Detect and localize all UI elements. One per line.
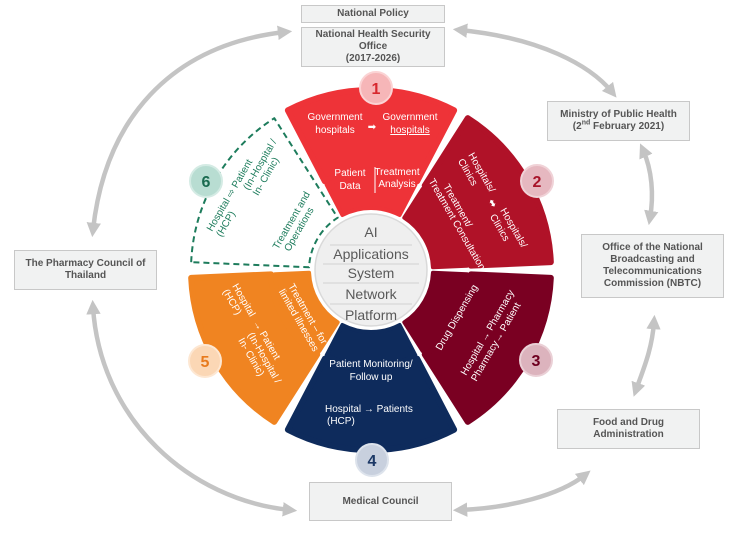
fda-line1: Food and Drug — [592, 417, 665, 428]
badge-5: 5 — [188, 344, 222, 378]
segment-6-labels: Hospital ⇨ Patient (HCP) (In-Hospital / … — [205, 137, 317, 253]
seg1-inner-left-2: Data — [339, 181, 361, 192]
moph-box: Ministry of Public Health (2nd February … — [547, 101, 690, 141]
core-layer-network: Network — [345, 286, 397, 302]
nhso-line2: Office — [358, 41, 388, 52]
seg4-outer-line1: Hospital → Patients — [325, 404, 413, 415]
moph-line2: (2nd February 2021) — [572, 119, 665, 133]
seg1-to-line2: hospitals — [390, 125, 429, 136]
national-policy-label: National Policy — [337, 8, 409, 19]
pharmacy-council-box: The Pharmacy Council of Thailand — [14, 250, 157, 290]
segment-4-outer — [284, 355, 458, 453]
moph-line1: Ministry of Public Health — [560, 109, 677, 120]
pharmacy-line2: Thailand — [64, 270, 107, 281]
nbtc-line1: Office of the National — [602, 242, 703, 253]
segment-1-outer — [284, 87, 458, 185]
segment-4-inner — [324, 322, 418, 368]
badge-4: 4 — [355, 443, 389, 477]
seg1-to-line1: Government — [382, 112, 437, 123]
medical-council-label: Medical Council — [342, 495, 419, 507]
seg4-outer-line2: (HCP) — [327, 416, 355, 427]
arrow-nhso-pharmacy — [86, 25, 293, 238]
svg-text:1: 1 — [372, 81, 381, 98]
nbtc-line3: Telecommunications — [603, 266, 702, 277]
medical-council-box: Medical Council — [309, 482, 452, 521]
seg1-inner-left-1: Patient — [334, 168, 365, 179]
svg-text:4: 4 — [368, 453, 377, 470]
nhso-line1: National Health Security — [315, 29, 431, 40]
nhso-box: National Health Security Office (2017-20… — [301, 27, 445, 67]
number-badges: 1 2 3 4 5 6 — [188, 71, 554, 477]
core-stack: AI Applications System Network Platform — [314, 213, 428, 327]
badge-1: 1 — [359, 71, 393, 105]
segment-1-labels: Government hospitals ➡ Government hospit… — [307, 112, 438, 193]
moph-date-sup: nd — [581, 119, 591, 127]
arrow-nhso-moph — [452, 23, 617, 98]
moph-date-post: February 2021) — [590, 121, 665, 132]
svg-text:6: 6 — [202, 174, 211, 191]
seg4-inner-line1: Patient Monitoring/ — [329, 359, 413, 370]
nhso-line3: (2017-2026) — [345, 53, 401, 64]
core-layer-applications: Applications — [333, 246, 409, 262]
segment-2-inner — [402, 187, 469, 270]
badge-2: 2 — [520, 164, 554, 198]
fda-line2: Administration — [593, 429, 664, 440]
core-layer-platform: Platform — [345, 307, 397, 323]
segment-5-outer — [188, 271, 321, 425]
arrow-pharmacy-medical — [86, 299, 298, 517]
nbtc-box: Office of the National Broadcasting and … — [581, 234, 724, 298]
segment-2-outer — [421, 115, 554, 269]
nbtc-line4: Commission (NBTC) — [603, 278, 702, 289]
core-circle — [314, 213, 428, 327]
svg-text:2: 2 — [533, 174, 542, 191]
national-policy-box: National Policy — [301, 5, 445, 23]
core-layer-ai: AI — [364, 224, 377, 240]
seg1-inner-right-2: Analysis — [378, 179, 415, 190]
arrow-nbtc-fda — [631, 314, 661, 397]
badge-6: 6 — [189, 164, 223, 198]
moph-date-pre: (2 — [572, 121, 582, 132]
pharmacy-line1: The Pharmacy Council of — [25, 258, 146, 269]
seg1-inner-right-1: Treatment — [374, 167, 419, 178]
svg-text:5: 5 — [201, 354, 210, 371]
right-arrow-icon: ➡ — [368, 122, 377, 133]
connector-arrows — [86, 23, 661, 517]
seg1-from-line1: Government — [307, 112, 362, 123]
segment-3-outer — [421, 271, 554, 425]
seg1-from-line2: hospitals — [315, 125, 354, 136]
segment-4-labels: Patient Monitoring/ Follow up Hospital →… — [325, 359, 413, 427]
segment-1-inner — [324, 172, 418, 218]
nbtc-line2: Broadcasting and — [610, 254, 695, 265]
segment-3-inner — [402, 270, 469, 353]
seg4-inner-line2: Follow up — [350, 372, 393, 383]
segment-6-outline — [190, 117, 339, 269]
core-layer-system: System — [348, 265, 395, 281]
arrow-fda-medical — [452, 470, 591, 517]
arrow-moph-nbtc — [639, 143, 659, 226]
fda-box: Food and Drug Administration — [557, 409, 700, 449]
badge-3: 3 — [519, 343, 553, 377]
svg-text:3: 3 — [532, 353, 541, 370]
segment-5-inner — [273, 270, 340, 353]
